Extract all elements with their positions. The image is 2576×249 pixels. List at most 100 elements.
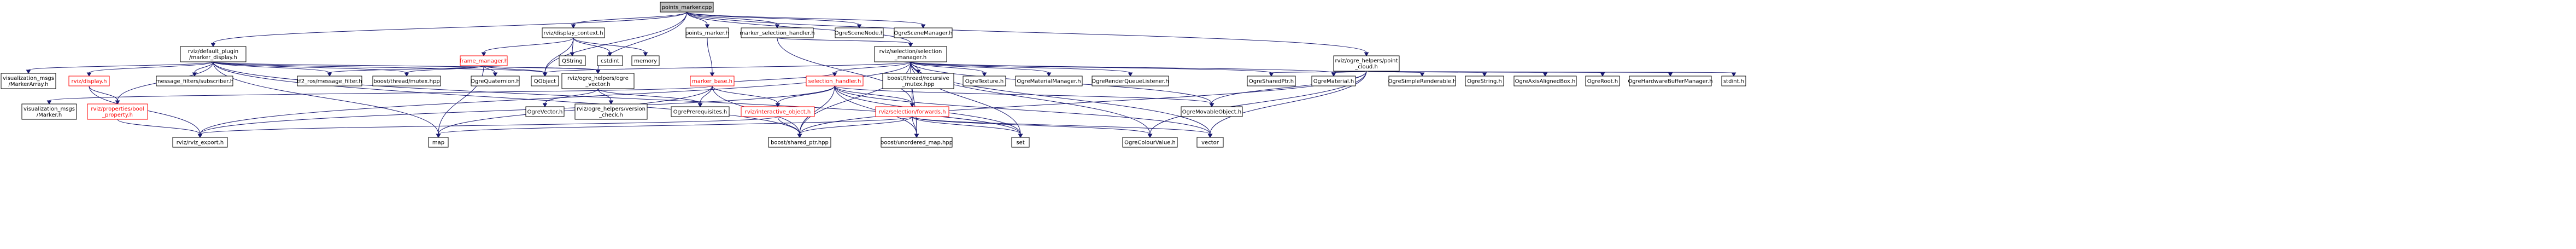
edge-default_plugin-to-viz_marker_array — [26, 61, 214, 74]
edge-line — [89, 61, 214, 73]
node-ogre_quaternion[interactable]: OgreQuaternion.h — [471, 76, 520, 86]
node-interactive_object[interactable]: rviz/interactive_object.h — [741, 106, 815, 117]
edge-line — [597, 88, 612, 101]
node-ogre_texture[interactable]: OgreTexture.h — [963, 76, 1006, 86]
node-ogre_scene_node[interactable]: OgreSceneNode.h — [835, 27, 884, 38]
node-viz_marker[interactable]: visualization_msgs/Marker.h — [21, 103, 77, 120]
node-viz_marker_array[interactable]: visualization_msgs/MarkerArray.h — [1, 73, 56, 89]
node-box — [172, 137, 228, 148]
node-label: OgreRenderQueueListener.h — [1092, 79, 1169, 85]
node-box — [963, 76, 1006, 86]
edge-arrowhead — [607, 52, 613, 56]
node-box — [1092, 76, 1169, 86]
node-vector[interactable]: vector — [1196, 137, 1224, 148]
edge-ogre_vector-to-ogre_prerequisites — [597, 88, 703, 107]
edge-line — [199, 116, 778, 135]
node-marker_selection_handler[interactable]: marker_selection_handler.h — [740, 27, 815, 38]
node-memory[interactable]: memory — [631, 55, 660, 66]
node-ogre_render_queue[interactable]: OgreRenderQueueListener.h — [1092, 76, 1169, 86]
node-label: rviz/display_context.h — [543, 31, 603, 37]
edge-arrowhead — [115, 100, 120, 105]
node-ogre_axis_aligned[interactable]: OgreAxisAlignedBox.h — [1513, 76, 1577, 86]
node-boost_recursive[interactable]: boost/thread/recursive_mutex.hpp — [882, 73, 954, 89]
node-point_cloud[interactable]: rviz/ogre_helpers/point_cloud.h — [1333, 55, 1400, 72]
edge-line — [1366, 71, 1734, 73]
node-ogre_colour[interactable]: OgreColourValue.h — [1122, 137, 1178, 148]
node-default_plugin[interactable]: rviz/default_plugin/marker_display.h — [180, 46, 247, 62]
edge-line — [686, 11, 1367, 53]
node-ogre_simple_renderable[interactable]: OgreSimpleRenderable.h — [1388, 76, 1457, 86]
node-version_check[interactable]: rviz/ogre_helpers/version_check.h — [574, 103, 648, 120]
node-msg_filters[interactable]: message_filters/subscriber.h — [156, 76, 234, 86]
node-ogre_vector[interactable]: rviz/ogre_helpers/ogre_vector.h — [561, 73, 635, 89]
edge-point_cloud-to-vector — [1207, 71, 1367, 138]
node-box — [297, 76, 362, 86]
node-root[interactable]: points_marker.cpp — [660, 2, 714, 13]
node-tf2_ros[interactable]: tf2_ros/message_filter.h — [297, 76, 362, 86]
edge-line — [799, 116, 913, 135]
node-box — [460, 55, 508, 66]
edge-line — [910, 61, 985, 73]
node-box — [1513, 76, 1577, 86]
edge-arrowhead — [832, 72, 837, 77]
edge-arrowhead — [1482, 72, 1487, 77]
node-points_marker_h[interactable]: points_marker.h — [685, 27, 729, 38]
node-qobject[interactable]: QObject — [531, 76, 559, 86]
node-rviz_display[interactable]: rviz/display.h — [68, 76, 110, 86]
node-ogre_vector_h[interactable]: OgreVector.h — [525, 106, 565, 117]
node-label: rviz/properties/bool — [91, 106, 144, 112]
node-label: OgreRoot.h — [1587, 79, 1618, 85]
node-ogre_scene_manager[interactable]: OgreSceneManager.h — [894, 27, 953, 38]
edge-arrowhead — [595, 70, 601, 74]
node-label: /marker_display.h — [189, 55, 237, 61]
node-box — [561, 73, 635, 89]
node-rviz_export[interactable]: rviz/rviz_export.h — [172, 137, 228, 148]
edge-point_cloud-to-ogre_movable — [1209, 71, 1367, 107]
node-ogre_root[interactable]: OgreRoot.h — [1585, 76, 1620, 86]
edge-bool_property-to-rviz_export — [117, 119, 203, 138]
node-box — [428, 137, 449, 148]
node-ogre_material_manager[interactable]: OgreMaterialManager.h — [1015, 76, 1083, 86]
node-unordered_map[interactable]: boost/unordered_map.hpp — [881, 137, 953, 148]
node-selection_manager[interactable]: rviz/selection/selection_manager.h — [874, 46, 947, 62]
edge-line — [213, 11, 687, 44]
node-ogre_material[interactable]: OgreMaterial.h — [1311, 76, 1356, 86]
node-cstdint[interactable]: cstdint — [597, 55, 623, 66]
node-ogre_string[interactable]: OgreString.h — [1465, 76, 1504, 86]
node-bool_property[interactable]: rviz/properties/bool_property.h — [87, 103, 148, 120]
node-selection_forwards[interactable]: rviz/selection/forwards.h — [875, 106, 949, 117]
node-ogre_prerequisites[interactable]: OgrePrerequisites.h — [671, 106, 730, 117]
edge-line — [213, 61, 407, 73]
node-qstring[interactable]: QString — [559, 55, 586, 66]
node-label: OgreAxisAlignedBox.h — [1515, 79, 1576, 85]
node-box — [1181, 106, 1243, 117]
edge-selection_manager-to-ogre_material_manager — [910, 61, 1052, 77]
node-box — [1333, 55, 1400, 72]
node-frame_manager[interactable]: frame_manager.h — [460, 55, 508, 66]
node-shared_ptr[interactable]: boost/shared_ptr.hpp — [768, 137, 831, 148]
node-box — [1388, 76, 1456, 86]
node-ogre_hw_buffer[interactable]: OgreHardwareBufferManager.h — [1628, 76, 1713, 86]
node-selection_handler[interactable]: selection_handler.h — [806, 76, 864, 86]
edge-line — [777, 37, 913, 104]
edge-selection_manager-to-selection_handler — [832, 61, 911, 77]
node-boost_mutex[interactable]: boost/thread/mutex.hpp — [372, 76, 441, 86]
node-box — [806, 76, 864, 86]
edge-arrowhead — [327, 72, 332, 77]
edge-line — [329, 65, 484, 73]
node-stdint[interactable]: stdint.h — [1721, 76, 1746, 86]
edge-arrowhead — [908, 43, 913, 47]
node-label: rviz/display.h — [71, 79, 107, 85]
node-set[interactable]: set — [1011, 137, 1030, 148]
node-ogre_movable[interactable]: OgreMovableObject.h — [1181, 106, 1243, 117]
node-map[interactable]: map — [428, 137, 449, 148]
edge-arrowhead — [197, 134, 203, 138]
node-ogre_shared_ptr[interactable]: OgreSharedPtr.h — [1247, 76, 1296, 86]
node-display_context[interactable]: rviz/display_context.h — [542, 27, 605, 38]
edge-arrowhead — [570, 52, 575, 56]
edge-display_context-to-frame_manager — [481, 37, 574, 56]
node-label: QString — [562, 59, 583, 65]
node-label: boost/thread/recursive — [887, 76, 949, 82]
node-marker_base[interactable]: marker_base.h — [690, 76, 735, 86]
node-label: points_marker.cpp — [662, 5, 712, 11]
